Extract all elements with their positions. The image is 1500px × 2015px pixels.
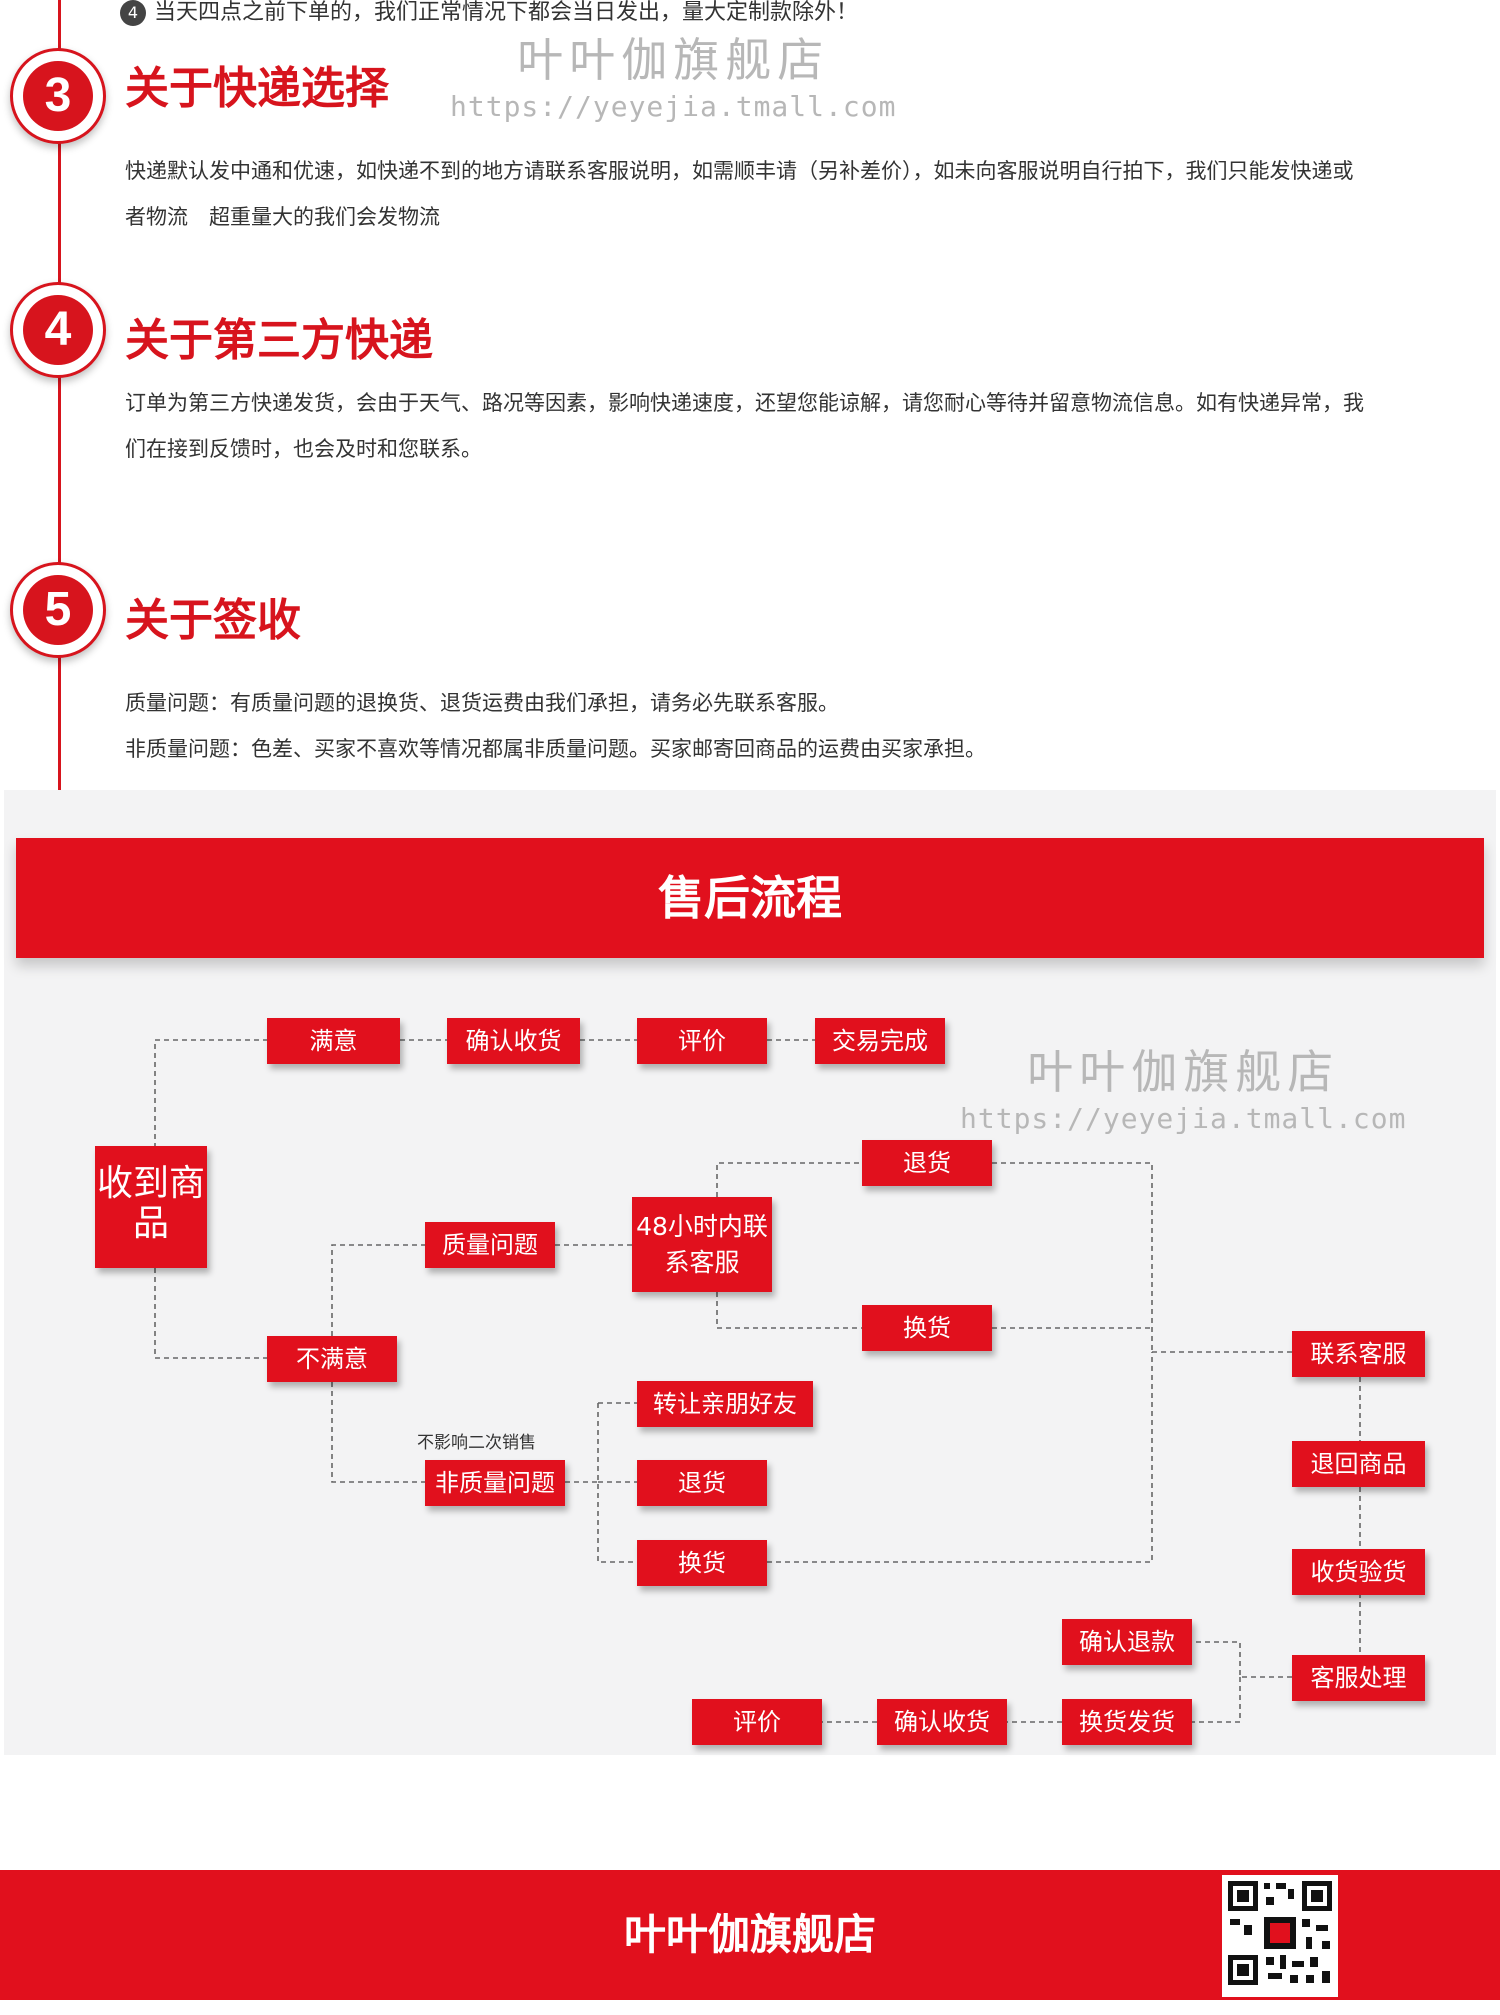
watermark-flow: 叶叶伽旗舰店 https://yeyejia.tmall.com [960, 1036, 1406, 1135]
watermark-flow-store-name: 叶叶伽旗舰店 [1027, 1045, 1340, 1099]
watermark-url: https://yeyejia.tmall.com [450, 90, 897, 123]
flow-deal-done-box: 交易完成 [815, 1018, 945, 1064]
step-5-line-quality: 质量问题：有质量问题的退换货、退货运费由我们承担，请务必先联系客服。 [125, 691, 839, 715]
qr-code-icon [1222, 1875, 1338, 1997]
flow-contact-service-box: 联系客服 [1292, 1331, 1425, 1377]
step-3-text: 快递默认发中通和优速，如快递不到的地方请联系客服说明，如需顺丰请（另补差价），如… [125, 159, 1354, 229]
top-note-text: 当天四点之前下单的，我们正常情况下都会当日发出，量大定制款除外！ [154, 0, 859, 25]
step-5-line-non-quality: 非质量问题：色差、买家不喜欢等情况都属非质量问题。买家邮寄回商品的运费由买家承担… [125, 737, 986, 761]
flow-unsatisfied-box: 不满意 [267, 1336, 397, 1382]
flow-review-box-2: 评价 [692, 1699, 822, 1745]
flow-no-resale-note: 不影响二次销售 [417, 1433, 536, 1453]
step-5-badge: 5 [10, 562, 106, 658]
flow-exchange-box: 换货 [862, 1305, 992, 1351]
step-3-title: 关于快递选择 [125, 63, 389, 114]
flow-non-quality-issue-box: 非质量问题 [425, 1460, 565, 1506]
timeline-line [58, 0, 61, 838]
step-4-badge: 4 [10, 282, 106, 378]
flow-exchange-ship-box: 换货发货 [1062, 1699, 1192, 1745]
step-5-text: 质量问题：有质量问题的退换货、退货运费由我们承担，请务必先联系客服。 非质量问题… [125, 680, 1365, 772]
flow-confirm-refund-box: 确认退款 [1062, 1619, 1192, 1665]
step-3-badge: 3 [10, 48, 106, 144]
step-4-title: 关于第三方快递 [125, 315, 433, 366]
step-4-text: 订单为第三方快递发货，会由于天气、路况等因素，影响快递速度，还望您能谅解，请您耐… [125, 391, 1364, 461]
flow-confirm-receipt-box-2: 确认收货 [877, 1699, 1007, 1745]
flow-banner: 售后流程 [16, 838, 1484, 958]
flow-review-box: 评价 [637, 1018, 767, 1064]
watermark-top: 叶叶伽旗舰店 https://yeyejia.tmall.com [450, 24, 896, 123]
flow-inspect-goods-box: 收货验货 [1292, 1549, 1425, 1595]
top-note: 4 当天四点之前下单的，我们正常情况下都会当日发出，量大定制款除外！ [120, 0, 858, 26]
flow-contact-48h-box: 48小时内联系客服 [632, 1197, 772, 1292]
watermark-flow-url: https://yeyejia.tmall.com [960, 1102, 1407, 1135]
footer-store-name: 叶叶伽旗舰店 [623, 1910, 876, 1959]
flow-confirm-receipt-box: 确认收货 [447, 1018, 580, 1064]
step-3-number: 3 [23, 61, 93, 131]
note-number-badge: 4 [120, 0, 146, 26]
step-4-number: 4 [23, 295, 93, 365]
flow-title: 售后流程 [658, 871, 842, 925]
step-5-title: 关于签收 [125, 595, 301, 646]
flow-return-box: 退货 [862, 1140, 992, 1186]
flow-return-box-2: 退货 [637, 1460, 767, 1506]
flow-quality-issue-box: 质量问题 [425, 1222, 555, 1268]
flow-service-process-box: 客服处理 [1292, 1655, 1425, 1701]
flow-return-item-box: 退回商品 [1292, 1441, 1425, 1487]
flow-satisfied-box: 满意 [267, 1018, 400, 1064]
flow-received-box: 收到商品 [95, 1146, 207, 1268]
flow-transfer-friends-box: 转让亲朋好友 [637, 1381, 813, 1427]
step-5-number: 5 [23, 575, 93, 645]
watermark-store-name: 叶叶伽旗舰店 [517, 33, 830, 87]
flow-exchange-box-2: 换货 [637, 1540, 767, 1586]
